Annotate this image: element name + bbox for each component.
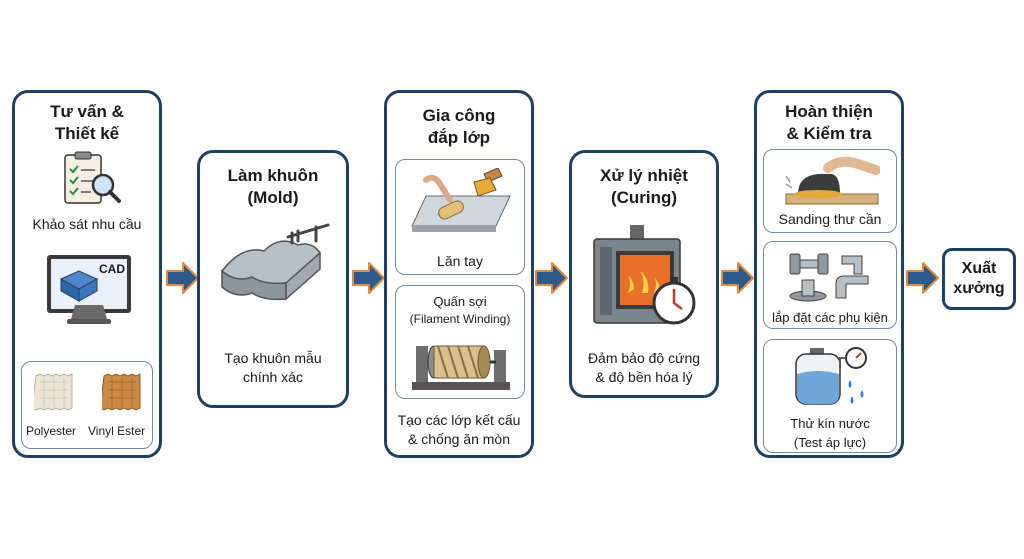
flow-arrow-1 xyxy=(166,261,200,295)
stage-mold-title: Làm khuôn (Mold) xyxy=(227,166,319,207)
lamination-caption: Tạo các lớp kết cấu & chống ăn mòn xyxy=(397,412,521,447)
clipboard-magnifier-icon xyxy=(59,151,123,207)
materials-box: Polyester Vinyl Ester xyxy=(21,361,153,449)
stage-finishing-card: Hoàn thiện & Kiểm tra Sanding thư cần xyxy=(754,90,904,458)
survey-caption: Khảo sát nhu cầu xyxy=(32,216,142,232)
pipe-fittings-icon xyxy=(786,248,876,304)
stage-design-title: Tư vấn & Thiết kế xyxy=(50,102,124,143)
stage-finishing-title: Hoàn thiện & Kiểm tra xyxy=(785,102,873,143)
stage-curing-card: Xử lý nhiệt (Curing) Đảm bảo độ cứng & đ… xyxy=(569,150,719,398)
leak-test-caption: Thử kín nước (Test áp lực) xyxy=(790,416,870,450)
final-shipping-card: Xuất xưởng xyxy=(942,248,1016,310)
winding-title: Quấn sợi xyxy=(433,294,487,309)
sander-icon xyxy=(784,154,880,208)
filament-winding-box: Quấn sợi (Filament Winding) xyxy=(395,285,525,399)
curing-oven-timer-icon xyxy=(590,223,702,333)
material-polyester-label: Polyester xyxy=(26,424,77,438)
hand-roller-icon xyxy=(408,168,514,244)
fittings-box: lắp đặt các phụ kiện xyxy=(763,241,897,329)
tank-gauge-icon xyxy=(790,346,876,408)
cad-monitor-icon xyxy=(45,253,133,331)
filament-winding-machine-icon xyxy=(408,336,514,394)
stage-lamination-title: Gia công đắp lớp xyxy=(422,106,496,147)
flow-arrow-4 xyxy=(721,261,755,295)
cad-label: CAD xyxy=(99,262,125,276)
flow-arrow-2 xyxy=(352,261,386,295)
stage-design-card: Tư vấn & Thiết kế Khảo sát nhu cầu CAD xyxy=(12,90,162,458)
stage-lamination-card: Gia công đắp lớp Lăn tay Quấn sợi (Filam… xyxy=(384,90,534,458)
stage-curing-title: Xử lý nhiệt (Curing) xyxy=(600,166,688,207)
mold-block-icon xyxy=(214,219,338,319)
hand-layup-box: Lăn tay xyxy=(395,159,525,275)
hand-layup-caption: Lăn tay xyxy=(437,253,483,269)
vinyl-ester-swatch-icon xyxy=(102,372,142,412)
curing-caption: Đảm bảo độ cứng & độ bền hóa lý xyxy=(587,350,701,385)
mold-caption: Tạo khuôn mẫu chính xác xyxy=(224,350,322,385)
winding-subtitle: (Filament Winding) xyxy=(409,312,511,326)
flow-arrow-3 xyxy=(535,261,569,295)
sanding-box: Sanding thư cần xyxy=(763,149,897,233)
sanding-caption: Sanding thư cần xyxy=(778,211,882,227)
final-shipping-title: Xuất xưởng xyxy=(953,260,1005,297)
flow-arrow-5 xyxy=(906,261,940,295)
polyester-swatch-icon xyxy=(34,372,74,412)
leak-test-box: Thử kín nước (Test áp lực) xyxy=(763,339,897,453)
stage-mold-card: Làm khuôn (Mold) Tạo khuôn mẫu chính xác xyxy=(197,150,349,408)
fittings-caption: lắp đặt các phụ kiện xyxy=(772,310,888,325)
material-vinyl-ester-label: Vinyl Ester xyxy=(88,424,146,438)
